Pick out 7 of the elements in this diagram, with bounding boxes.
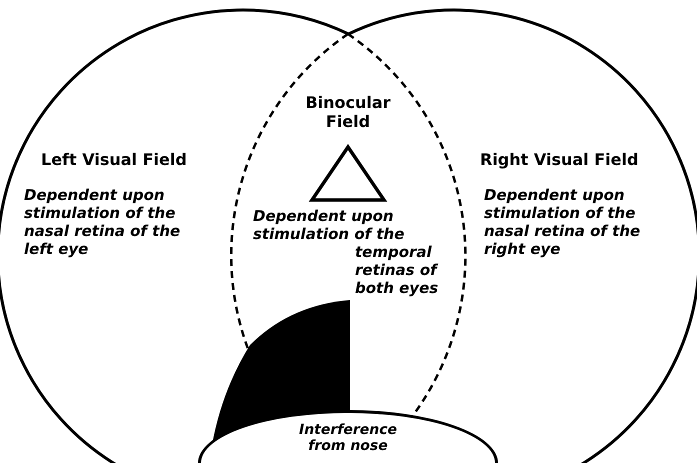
region-label: Interference from nose [298, 422, 398, 454]
field-description: Dependent upon stimulation of the nasal retina of the right eye [484, 186, 642, 258]
field-heading: Left Visual Field [41, 150, 188, 169]
field-heading: Right Visual Field [480, 150, 640, 169]
field-description: Dependent upon stimulation of the nasal retina of the left eye [24, 186, 182, 258]
region-heading: Binocular Field [304, 93, 392, 131]
region-description: Dependent upon stimulation of the temporal retinas of both eyes [253, 207, 440, 299]
